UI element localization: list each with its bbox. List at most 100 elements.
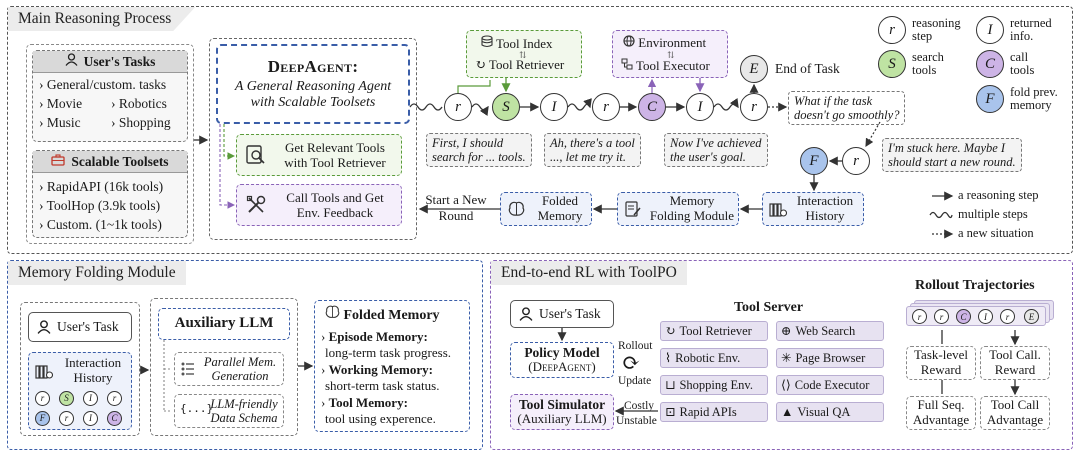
memory-folding-line1: Memory xyxy=(669,193,715,209)
tools-wrench-icon xyxy=(245,194,267,220)
chain-node-info-2: I xyxy=(686,93,714,121)
working-desc: short-term task status. xyxy=(325,377,440,393)
server-web-search: ⊕Web Search xyxy=(776,321,884,341)
legend-reasoning-node: r xyxy=(878,16,906,44)
legend-info-node: I xyxy=(976,16,1004,44)
sync-arrows-icon: ⇅ xyxy=(667,50,675,60)
parallel-line2: Generation xyxy=(211,369,269,383)
memory-folding-panel: Memory Folding Module xyxy=(7,260,483,450)
rl-panel-title: End-to-end RL with ToolPO xyxy=(491,261,687,285)
tool-server-title: Tool Server xyxy=(734,300,804,315)
folded-memory-box: Folded Memory xyxy=(500,192,592,226)
end-node: E xyxy=(740,55,768,83)
chain-node-reasoning-2: r xyxy=(592,93,620,121)
mm-folded-memory-box: Folded Memory › Episode Memory: long-ter… xyxy=(314,300,470,432)
memory-panel-title: Memory Folding Module xyxy=(8,261,186,285)
deepagent-subtitle-1: A General Reasoning Agent xyxy=(234,78,392,94)
legend-arrow-step: a reasoning step xyxy=(958,188,1039,202)
traj-node: I xyxy=(978,309,993,324)
mm-user-task-label: User's Task xyxy=(57,319,119,334)
history-icon xyxy=(35,364,54,384)
toolsets-box: Scalable Toolsets › RapidAPI (16k tools)… xyxy=(32,150,188,238)
aux-llm-box: Auxiliary LLM xyxy=(158,308,290,340)
trajectory-row: r r C I r E xyxy=(906,306,1046,326)
working-memory: › Working Memory: xyxy=(321,362,433,378)
get-tools-line2: with Tool Retriever xyxy=(284,155,386,170)
mini-node: I xyxy=(83,391,98,406)
data-schema-box: {...} LLM-friendly Data Schema xyxy=(174,394,284,428)
toolsets-header: Scalable Toolsets xyxy=(33,151,187,173)
simulator-line2: (Auxiliary LLM) xyxy=(517,411,607,427)
fold-node: F xyxy=(800,147,828,175)
rollout-title: Rollout Trajectories xyxy=(915,278,1035,293)
server-tool-retriever: ↻Tool Retriever xyxy=(660,321,768,341)
mini-node: r xyxy=(59,411,74,426)
traj-node: C xyxy=(956,309,971,324)
policy-line1: Policy Model xyxy=(524,344,600,360)
parallel-list-icon xyxy=(181,362,195,380)
interaction-history-box: Interaction History xyxy=(762,192,864,226)
rollout-label: Rollout xyxy=(618,340,653,352)
server-visual-qa: ▲Visual QA xyxy=(776,402,884,422)
tool-desc: tool using experence. xyxy=(325,410,436,426)
dashed-purple-to-agent xyxy=(219,124,236,209)
cursor-click-icon: ✳ xyxy=(781,351,792,365)
costly-label: Costly xyxy=(624,400,655,412)
mini-node: r xyxy=(35,391,50,406)
end-of-task-label: End of Task xyxy=(775,61,840,76)
user-tasks-box: User's Tasks › General/custom. tasks › M… xyxy=(32,50,188,142)
globe-icon xyxy=(623,35,635,51)
traj-node: E xyxy=(1024,309,1039,324)
legend-search-node: S xyxy=(878,50,906,78)
server-code-executor: ⟨⟩Code Executor xyxy=(776,375,884,395)
chain-node-info-1: I xyxy=(540,93,568,121)
retriever-icon: ↻ xyxy=(475,57,486,72)
user-icon xyxy=(519,307,533,325)
deepagent-subtitle-2: with Scalable Toolsets xyxy=(250,94,376,110)
toolbox-icon xyxy=(51,154,66,170)
chain-node-search: S xyxy=(492,93,520,121)
main-reasoning-panel: Main Reasoning Process xyxy=(7,6,1073,254)
task-shopping: › Shopping xyxy=(111,115,171,130)
history-icon xyxy=(769,202,788,222)
mm-history-line2: History xyxy=(73,370,113,385)
server-shopping-env: ⊔Shopping Env. xyxy=(660,375,768,395)
legend-arrow-new: a new situation xyxy=(958,226,1034,240)
tool-index-label: Tool Index xyxy=(496,36,553,51)
traj-node: r xyxy=(912,309,927,324)
legend-fold-node: F xyxy=(976,85,1004,113)
episode-desc: long-term task progress. xyxy=(325,344,452,360)
legend-arrow-multi: multiple steps xyxy=(958,207,1028,221)
mm-user-task-box: User's Task xyxy=(28,312,132,342)
parallel-mem-box: Parallel Mem. Generation xyxy=(174,352,284,386)
server-page-browser: ✳Page Browser xyxy=(776,348,884,368)
full-adv-box: Full Seq.Advantage xyxy=(906,396,976,430)
deepagent-title-box: DeepAgent: A General Reasoning Agent wit… xyxy=(216,44,410,124)
tool-retriever-label: Tool Retriever xyxy=(488,57,565,72)
task-movie: › Movie xyxy=(39,96,83,111)
executor-icon xyxy=(621,58,633,74)
user-tasks-header: User's Tasks xyxy=(33,51,187,73)
task-general: › General/custom. tasks xyxy=(39,77,167,92)
user-icon xyxy=(37,320,51,338)
interaction-history-line2: History xyxy=(805,208,845,223)
server-robotic-env: ⌇Robotic Env. xyxy=(660,348,768,368)
wavy-i-r3 xyxy=(713,97,739,111)
task-robotics: › Robotics xyxy=(111,96,167,111)
legend-arrow-wavy xyxy=(929,211,953,219)
code-icon: ⟨⟩ xyxy=(781,378,791,392)
braces-icon: {...} xyxy=(180,402,214,415)
parallel-line1: Parallel Mem. xyxy=(203,354,277,369)
unstable-label: Unstable xyxy=(616,415,657,427)
legend-fold-label: fold prev.memory xyxy=(1010,85,1058,113)
tool-simulator-box: Tool Simulator (Auxiliary LLM) xyxy=(510,394,614,430)
chain-node-reasoning-3: r xyxy=(740,93,768,121)
arrow-r1-retriever xyxy=(457,80,491,93)
